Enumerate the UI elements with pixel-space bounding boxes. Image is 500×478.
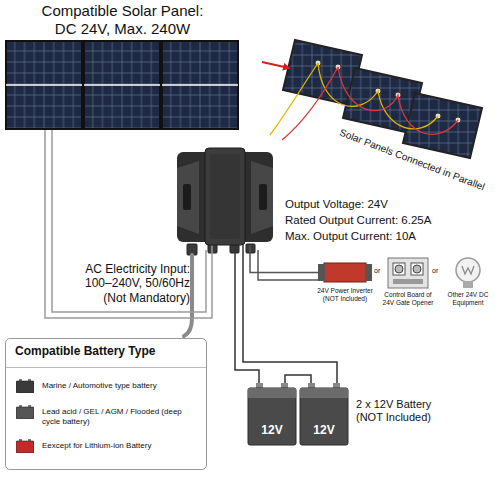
- gate-control-board-shape-part: [393, 279, 423, 284]
- parallel-wires-part: [318, 63, 438, 129]
- text-stack: 24V Power Inverter (NOT Included): [313, 287, 377, 303]
- node-text: Output Voltage: 24V: [285, 198, 475, 212]
- parallel-panels-part: [403, 93, 482, 158]
- legend-text: Eexcept for Lithium-ion Battery: [42, 441, 182, 451]
- solar-panel-shape-part: [84, 84, 160, 86]
- battery-shape-part: [300, 388, 348, 445]
- gate-control-board-shape-part: [388, 258, 428, 288]
- parallel-wires: [270, 63, 458, 140]
- text-stack: Compatible Solar Panel: DC 24V, Max. 240…: [30, 2, 215, 38]
- node-text: Other 24V DC Equipment: [443, 291, 493, 307]
- charge-controller-shape-part: [210, 154, 240, 239]
- gate-control-board-shape-part: [393, 263, 405, 275]
- battery-note: 2 x 12V Battery (NOT Included): [356, 398, 456, 424]
- solar-panel-shape: [5, 40, 240, 130]
- parallel-panels: [283, 40, 482, 158]
- battery-icon-part: [16, 441, 34, 453]
- battery-icon-part: [16, 381, 34, 393]
- gate-control-board: Control Board of 24V Gate Opener: [388, 258, 428, 288]
- battery-shape-part: [248, 388, 296, 445]
- solar-panel-shape-part: [6, 41, 82, 129]
- power-inverter-shape-part: [318, 264, 325, 281]
- solar-panel-shape-part: [162, 84, 238, 86]
- text-stack: 12V: [300, 423, 348, 437]
- ac-input-note: AC Electricity Input: 100–240V, 50/60Hz …: [62, 262, 190, 305]
- charge-controller-shape-part: [177, 161, 199, 234]
- parallel-wires-part: [338, 67, 458, 134]
- text-stack: Other 24V DC Equipment: [443, 291, 493, 307]
- output-wire: [258, 250, 318, 280]
- charge-controller-shape-part: [177, 152, 273, 242]
- text-stack: Output Voltage: 24V Rated Output Current:…: [285, 198, 475, 245]
- charge-controller-shape-part: [183, 184, 191, 210]
- wire-part: [243, 245, 337, 383]
- battery: 12V: [248, 383, 296, 445]
- power-inverter-shape: [318, 262, 372, 283]
- solar-panel: Compatible Solar Panel: DC 24V, Max. 240…: [5, 40, 240, 130]
- gate-control-board-shape-part: [395, 265, 403, 273]
- node-text: Control Board of 24V Gate Opener: [380, 291, 436, 307]
- text-stack: 12V: [248, 423, 296, 437]
- dc-bulb-shape-part: [456, 258, 480, 282]
- charge-controller-shape-part: [251, 161, 273, 234]
- dc-bulb-shape-part: [462, 266, 474, 274]
- parallel-wires-part: [282, 67, 338, 140]
- charge-controller-shape: [175, 148, 275, 245]
- node-text: 24V Power Inverter (NOT Included): [313, 287, 377, 303]
- gate-control-board-shape-part: [413, 265, 421, 273]
- wire: [285, 375, 311, 383]
- node-text: 12V: [300, 423, 348, 437]
- wire: [243, 245, 337, 383]
- wire: [250, 245, 318, 273]
- legend-title: Compatible Battery Type: [15, 344, 155, 358]
- power-inverter-shape-part: [365, 264, 372, 281]
- power-inverter-shape-part: [324, 263, 366, 282]
- node-text: Rated Output Current: 6.25A: [285, 214, 475, 228]
- or-text: or: [374, 267, 380, 275]
- legend-text: Lead acid / GEL / AGM / Flooded (deep cy…: [42, 407, 182, 426]
- solar-panel-shape-part: [84, 41, 160, 129]
- wire-part: [285, 375, 311, 383]
- dc-bulb-shape: [455, 257, 481, 289]
- node-text: Max. Output Current: 10A: [285, 230, 475, 244]
- parallel-wires-part: [270, 63, 318, 135]
- power-inverter: 24V Power Inverter (NOT Included): [318, 262, 372, 283]
- battery-icon-part: [16, 407, 34, 419]
- battery-icon: [16, 405, 34, 419]
- battery-shape-part: [300, 388, 348, 398]
- wire-part: [250, 245, 318, 273]
- gate-control-board-shape: [388, 258, 428, 288]
- charge-controller-shape-part: [205, 148, 245, 245]
- battery-icon: [16, 439, 34, 453]
- text-stack: Control Board of 24V Gate Opener: [380, 291, 436, 307]
- battery: 12V: [300, 383, 348, 445]
- panel-title: Compatible Solar Panel: DC 24V, Max. 240…: [30, 2, 215, 38]
- solar-panel-shape-part: [6, 84, 82, 86]
- battery-shape-part: [248, 388, 296, 398]
- legend-text: Marine / Automotive type battery: [42, 381, 182, 391]
- pointer-arrow: [262, 62, 289, 68]
- or-text: or: [432, 267, 438, 275]
- node-text: 12V: [248, 423, 296, 437]
- cable-glands: [187, 244, 255, 255]
- gate-control-board-shape-part: [411, 263, 423, 275]
- solar-panel-shape-part: [162, 41, 238, 129]
- legend-divider: [6, 367, 206, 368]
- dc-bulb-shape-part: [463, 281, 473, 288]
- charge-controller: Output Voltage: 24VRated Output Current:…: [175, 148, 275, 245]
- dc-bulb: Other 24V DC Equipment: [455, 257, 481, 289]
- battery-icon: [16, 379, 34, 393]
- charge-controller-shape-part: [259, 184, 267, 210]
